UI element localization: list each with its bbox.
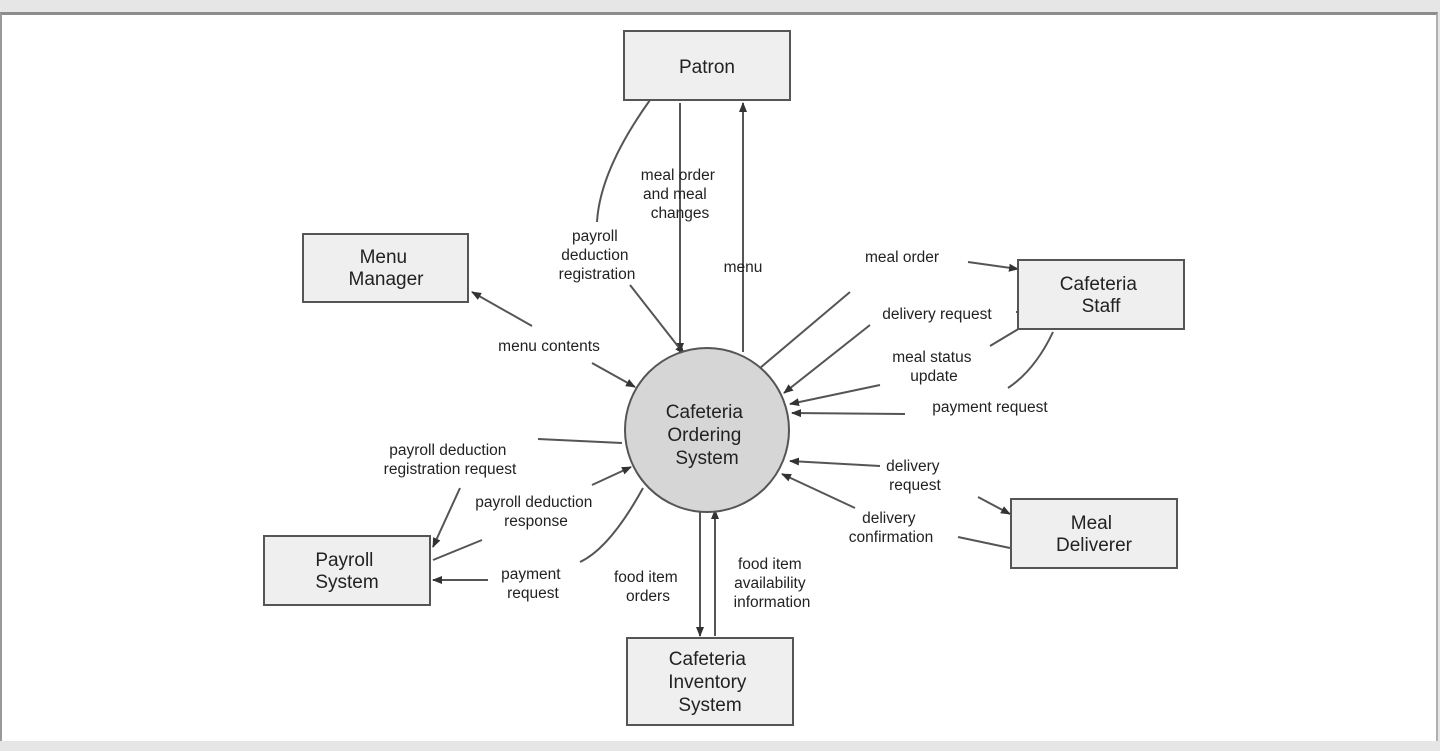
flow-menu-contents-line-b [591,362,636,388]
entity-menu-manager: Menu Manager [302,233,469,303]
entity-patron: Patron [623,30,791,101]
process-cafeteria-ordering-system: Cafeteria Ordering System [624,347,790,513]
flow-menu-contents-line-a [471,291,533,327]
label-menu-contents: menu contents [498,338,600,355]
label-payroll-deduction-response: payroll deduction response [475,494,597,530]
flow-meal-order-line-a [759,291,851,369]
flow-meal-order-line-b [967,261,1019,272]
label-payment-request-payroll: payment request [501,566,565,602]
flow-payroll-registration-request-line-b [432,487,461,548]
process-label: Cafeteria Ordering System [666,402,748,469]
flow-payroll-response-line-b [591,466,632,486]
flow-payment-request-staff-line-b [791,409,906,418]
flow-delivery-request-deliverer-line-a [789,457,881,467]
entity-cafeteria-inventory-system-label: Cafeteria Inventory System [668,649,751,716]
flow-delivery-confirmation-line-b [957,536,1011,549]
label-delivery-request-deliverer: delivery request [886,458,944,494]
flow-payroll-registration-request-line-a [537,438,623,444]
entity-cafeteria-staff-label: Cafeteria Staff [1060,274,1142,317]
flow-meal-status-line-b [789,384,881,407]
label-delivery-confirmation: delivery confirmation [849,510,933,546]
label-payroll-deduction-registration: payroll deduction registration [559,228,636,283]
entity-payroll-system-label: Payroll System [315,550,378,593]
flow-payment-request-staff-line-a [1007,331,1054,389]
label-food-item-orders: food item orders [614,569,682,605]
entity-cafeteria-inventory-system: Cafeteria Inventory System [626,637,794,726]
flow-lines [432,99,1054,637]
flow-meal-status-line-a [989,327,1021,347]
entity-cafeteria-staff: Cafeteria Staff [1017,259,1185,330]
label-payment-request-staff: payment request [932,399,1048,416]
label-meal-order-changes: meal order and meal changes [641,167,719,222]
label-menu: menu [724,259,763,276]
entity-payroll-system: Payroll System [263,535,431,606]
flow-delivery-confirmation-line-a [781,473,856,509]
label-meal-status-update: meal status update [892,349,976,385]
entity-meal-deliverer-label: Meal Deliverer [1056,513,1133,556]
label-payroll-registration-request: payroll deduction registration request [384,442,517,478]
entity-patron-label: Patron [679,57,735,78]
entity-menu-manager-label: Menu Manager [349,247,425,290]
label-delivery-request-staff: delivery request [882,306,992,323]
flow-delivery-request-deliverer-line-b [977,496,1011,515]
label-meal-order: meal order [865,249,939,266]
label-food-item-availability: food item availability information [734,556,811,611]
flow-payment-request-payroll-line-a [579,487,644,563]
flow-payroll-registration-line-b [629,284,685,355]
flow-labels: meal order and meal changes payroll dedu… [384,167,1049,611]
entity-meal-deliverer: Meal Deliverer [1010,498,1178,569]
flow-delivery-request-staff-line [783,324,871,394]
flow-payroll-registration-line-a [596,99,651,223]
flow-payroll-response-line-a [432,539,483,561]
